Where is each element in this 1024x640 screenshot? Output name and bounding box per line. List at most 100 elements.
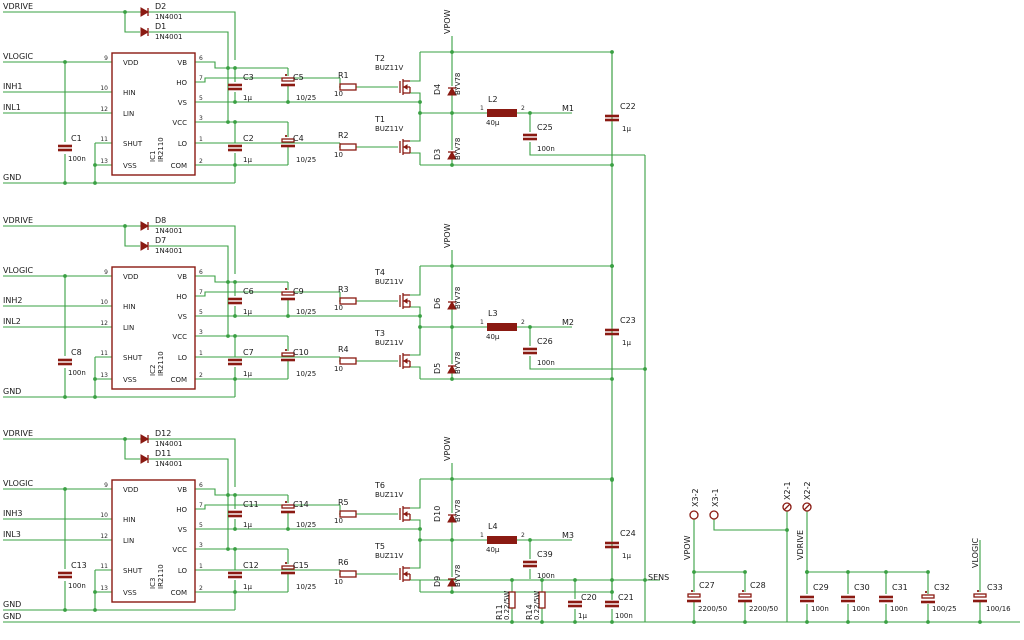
stage2-ic-pin-hin: HIN — [123, 303, 136, 311]
stage3-c-boot-label: C11 — [243, 500, 259, 509]
stage2-capacitor-boot-pol — [281, 288, 295, 301]
stage1-ic-pin-num-5: 5 — [199, 95, 203, 102]
stage2-mosfet-bottom-value: BUZ11V — [375, 339, 404, 347]
stage1-mosfet-top-value: BUZ11V — [375, 64, 404, 72]
stage3-c-boot-pol-label: C14 — [293, 500, 309, 509]
junction-dot — [418, 111, 422, 115]
junction-dot — [528, 325, 532, 329]
stage1-c-boot-value: 1µ — [243, 94, 252, 102]
junction-dot — [450, 111, 454, 115]
stage3-ic-pin-com: COM — [171, 589, 187, 597]
stage2-ic-value: IR2110 — [157, 351, 165, 376]
stage1-ic-pin-vs: VS — [178, 99, 188, 107]
stage2-ic-pin-ho: HO — [176, 293, 187, 301]
stage1-ic-pin-num-13: 13 — [100, 158, 108, 165]
stage3-ic-pin-lin: LIN — [123, 537, 134, 545]
stage2-c-vcc-pol-value: 10/25 — [296, 370, 316, 378]
stage1-mosfet-bottom-value: BUZ11V — [375, 125, 404, 133]
stage1-half-bridge — [410, 92, 421, 142]
junction-dot — [226, 493, 230, 497]
capacitor-c28 — [738, 590, 752, 603]
stage1-c-rail-label: C22 — [620, 102, 636, 111]
junction-dot — [846, 620, 850, 624]
stage2-c-vcc-pol-label: C10 — [293, 348, 309, 357]
stage3-ho-wire — [195, 504, 340, 510]
stage2-diode-wire — [149, 245, 229, 334]
capacitor-c32-label: C32 — [934, 583, 950, 592]
stage3-net-label-gnd: GND — [3, 600, 21, 609]
stage3-half-bridge — [410, 519, 421, 569]
stage3-ic-pin-num-5: 5 — [199, 522, 203, 529]
stage2-mosfet-top-value: BUZ11V — [375, 278, 404, 286]
stage3-df-bot-value: BYV78 — [454, 565, 462, 587]
stage3-ic-pin-num-7: 7 — [199, 502, 203, 509]
net-label-vpow-bottom: VPOW — [683, 535, 692, 560]
junction-dot — [610, 163, 614, 167]
stage3-net-label-inl: INL3 — [3, 530, 21, 539]
stage3-ic-pin-ho: HO — [176, 506, 187, 514]
stage2-ho-wire — [195, 291, 340, 297]
stage1-net-label-gnd: GND — [3, 173, 21, 182]
stage1-diode-freewheel-bottom — [447, 150, 457, 160]
stage2-mosfet-bottom — [399, 353, 411, 369]
stage1-diode-bottom — [140, 27, 150, 37]
stage3-ic-pin-num-11: 11 — [100, 563, 108, 570]
stage1-inductor-pin1: 1 — [480, 105, 484, 112]
stage1-ic-pin-hin: HIN — [123, 89, 136, 97]
stage2-drain-top — [410, 266, 421, 296]
stage1-c-boot-label: C3 — [243, 73, 254, 82]
stage1-net-label-vlogic: VLOGIC — [3, 52, 34, 61]
junction-dot — [610, 478, 614, 482]
junction-dot — [233, 547, 237, 551]
net-label-sens: SENS — [648, 573, 669, 582]
junction-dot — [93, 181, 97, 185]
stage1-capacitor-vcc-pol — [281, 135, 295, 148]
junction-dot — [233, 163, 237, 167]
stage1-inductor-label: L2 — [488, 95, 498, 104]
stage2-diode-freewheel-top — [447, 300, 457, 310]
stage2-r-bot-value: 10 — [334, 365, 343, 373]
stage3-drain-top — [410, 479, 421, 509]
stage2-c-vcc-value: 1µ — [243, 370, 252, 378]
junction-dot — [450, 590, 454, 594]
capacitor-c30-label: C30 — [854, 583, 870, 592]
capacitor-c20-value: 1µ — [578, 612, 587, 620]
stage1-inductor-pin2: 2 — [521, 105, 525, 112]
junctions — [63, 10, 982, 624]
junction-dot — [785, 528, 789, 532]
components — [58, 7, 987, 609]
stage2-inductor-pin2: 2 — [521, 319, 525, 326]
stage2-resistor-top — [339, 297, 357, 305]
stage3-ic-pin-vb: VB — [177, 486, 187, 494]
stage2-vdrive-wire — [3, 225, 236, 274]
capacitor-c29 — [800, 595, 814, 603]
stage1-capacitor-rail — [605, 114, 619, 122]
stage1-net-label-vdrive: VDRIVE — [3, 2, 33, 11]
junction-dot — [233, 334, 237, 338]
junction-dot — [450, 325, 454, 329]
junction-dot — [573, 578, 577, 582]
stage2-net-label-inh: INH2 — [3, 296, 22, 305]
junction-dot — [743, 620, 747, 624]
stage1-ic-pin-num-3: 3 — [199, 115, 203, 122]
capacitor-c33-value: 100/16 — [986, 605, 1011, 613]
stage1-ic-pin-vdd: VDD — [123, 59, 139, 67]
stage2-ic-pin-num-9: 9 — [104, 269, 108, 276]
stage3-diode-wire — [149, 458, 229, 547]
stage3-net-label-vlogic: VLOGIC — [3, 479, 34, 488]
stage2-r-top-value: 10 — [334, 304, 343, 312]
stage1-c-vcc-pol-label: C4 — [293, 134, 304, 143]
stage2-capacitor-rail — [605, 328, 619, 336]
wires — [3, 11, 1020, 623]
stage3-capacitor-rail — [605, 541, 619, 549]
stage1-ic-pin-com: COM — [171, 162, 187, 170]
junction-dot — [226, 280, 230, 284]
junction-dot — [884, 570, 888, 574]
junction-dot — [123, 10, 127, 14]
stage2-ic-pin-num-10: 10 — [100, 299, 108, 306]
stage3-ic-pin-vs: VS — [178, 526, 188, 534]
stage1-resistor-top — [339, 83, 357, 91]
stage1-ic-pin-num-9: 9 — [104, 55, 108, 62]
stage2-r-bot-label: R4 — [338, 345, 349, 354]
junction-dot — [926, 620, 930, 624]
